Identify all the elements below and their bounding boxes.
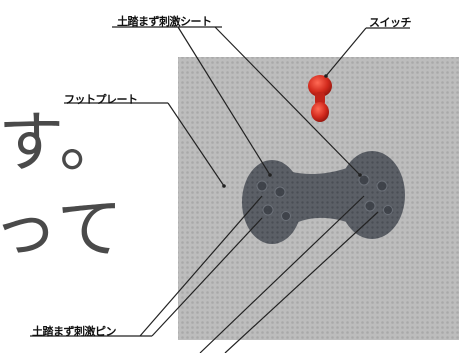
leader-lines [30,26,410,353]
background-text-line-1: す。 [0,104,128,181]
background-text-line-2: って [0,190,125,267]
label-switch: スイッチ [369,16,412,29]
leader-endpoints [222,74,362,188]
arch-stimulation-pins [256,174,393,221]
label-arch-sheet: 土踏まず刺激シート [117,15,212,28]
switch-icon [308,75,332,122]
label-arch-pins: 土踏まず刺激ピン [32,325,117,338]
label-foot-plate: フットプレート [64,93,138,106]
